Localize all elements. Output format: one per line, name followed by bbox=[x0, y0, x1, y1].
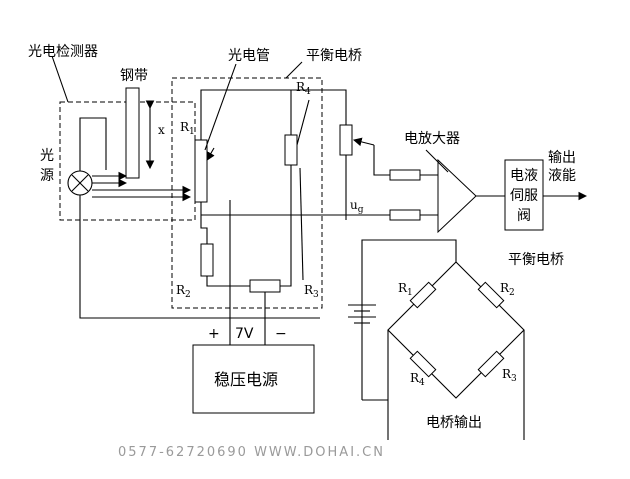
input-resistor-lower bbox=[389, 209, 421, 221]
detector-label: 光电检测器 bbox=[28, 44, 98, 60]
watermark: 0577-62720690 WWW.DOHAI.CN bbox=[118, 445, 385, 460]
light-source bbox=[67, 170, 93, 196]
servo-valve-box bbox=[504, 159, 544, 231]
bridge-r1 bbox=[409, 281, 437, 309]
wire-wiper-to-amp bbox=[373, 145, 390, 176]
wire-r2-pot bbox=[206, 276, 250, 287]
bridge-r3 bbox=[477, 350, 505, 378]
r3-potentiometer bbox=[249, 279, 281, 293]
ug-label: ug bbox=[350, 198, 364, 215]
r4-label: R4 bbox=[296, 80, 311, 97]
wire-top bbox=[200, 89, 347, 140]
output-label-1: 输出 bbox=[548, 150, 576, 166]
amplifier-leader bbox=[425, 149, 449, 173]
bridge-r2-label: R2 bbox=[500, 281, 515, 298]
wiper-arrow bbox=[352, 137, 375, 147]
light-lead bbox=[79, 117, 107, 171]
bridge-r4-label: R4 bbox=[410, 371, 425, 388]
wire-pot-r4 bbox=[280, 165, 292, 287]
amplifier-triangle bbox=[437, 158, 477, 234]
voltage-label: 7V bbox=[235, 326, 254, 342]
detector-leader bbox=[51, 55, 69, 103]
bridge-leader bbox=[285, 61, 303, 79]
photo-tube-label: 光电管 bbox=[228, 48, 270, 64]
bridge-box bbox=[171, 77, 323, 309]
balance-bridge-label: 平衡电桥 bbox=[306, 48, 362, 64]
servo-label-3: 阀 bbox=[517, 208, 531, 224]
servo-label-2: 伺服 bbox=[510, 188, 538, 204]
r1-label: R1 bbox=[180, 120, 195, 137]
r4-wiper bbox=[296, 99, 310, 146]
r3-label: R3 bbox=[304, 283, 319, 300]
r3-leader bbox=[299, 167, 304, 281]
output-label-2: 液能 bbox=[548, 168, 576, 184]
bridge-schematic bbox=[348, 239, 525, 440]
photo-tube-leader bbox=[204, 63, 237, 151]
minus-label: − bbox=[275, 326, 287, 342]
bridge-r3-label: R3 bbox=[502, 367, 517, 384]
steel-strip bbox=[125, 87, 140, 179]
power-supply-label: 稳压电源 bbox=[214, 370, 278, 389]
r1-wiper bbox=[206, 147, 215, 161]
amplifier-input-pot bbox=[339, 124, 353, 156]
wire-r1-r2 bbox=[200, 202, 208, 244]
bridge-output-label: 电桥输出 bbox=[426, 415, 482, 431]
plus-label: + bbox=[208, 326, 220, 342]
x-label: x bbox=[158, 123, 165, 137]
servo-label-1: 电液 bbox=[510, 168, 538, 184]
bridge-r2 bbox=[477, 281, 505, 309]
amplifier-label: 电放大器 bbox=[404, 131, 460, 147]
power-supply-box bbox=[192, 344, 315, 414]
light-source-label-1: 光 bbox=[40, 148, 54, 164]
r4-resistor bbox=[284, 134, 298, 166]
r2-resistor bbox=[200, 243, 214, 277]
light-source-label-2: 源 bbox=[40, 168, 54, 184]
wire-return bbox=[79, 195, 320, 319]
r2-label: R2 bbox=[176, 283, 191, 300]
input-resistor-upper bbox=[389, 169, 421, 181]
bridge-title-label: 平衡电桥 bbox=[508, 252, 564, 268]
bridge-r4 bbox=[409, 350, 437, 378]
bridge-r1-label: R1 bbox=[398, 281, 413, 298]
steel-strip-label: 钢带 bbox=[120, 68, 148, 84]
